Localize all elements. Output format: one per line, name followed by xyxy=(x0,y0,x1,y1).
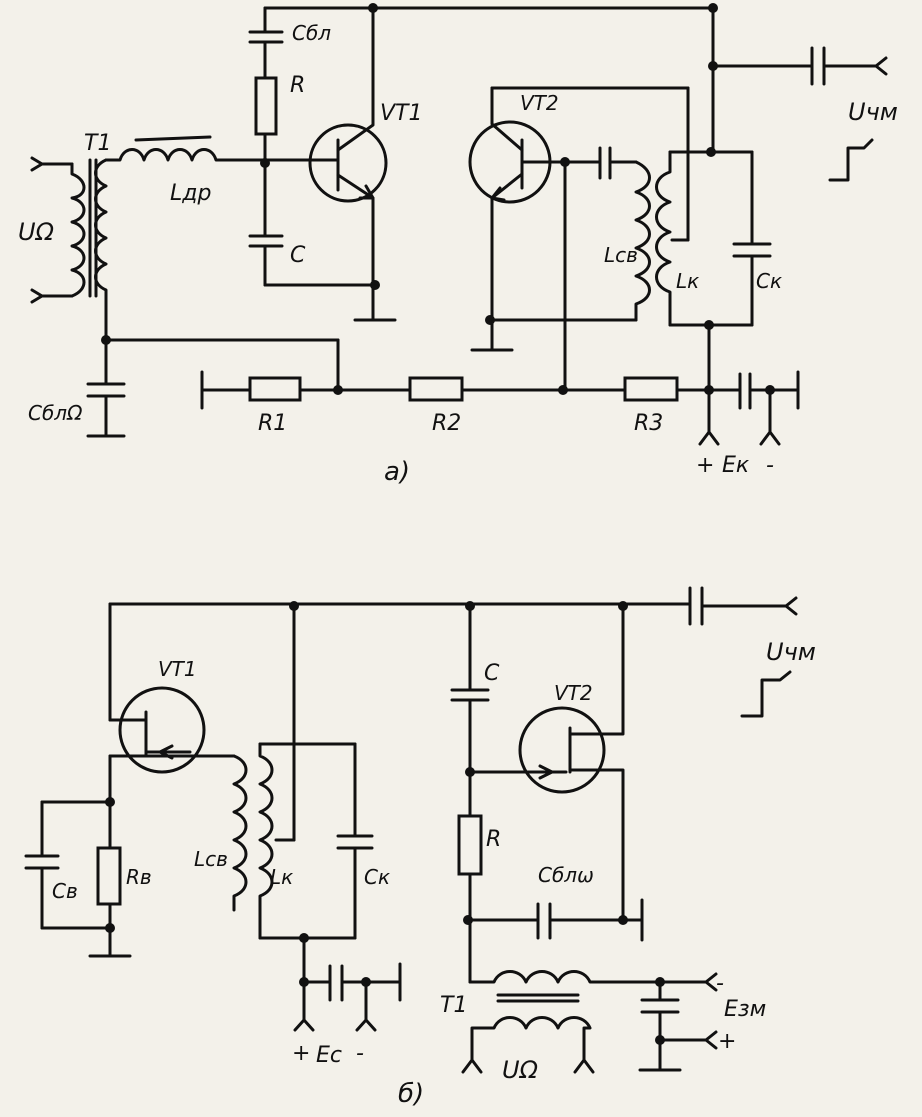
bias-terminal-minus xyxy=(658,972,718,992)
output-capacitor-b xyxy=(688,586,798,626)
label-vt1-a: VT1 xyxy=(380,101,423,126)
labels-b: VT1 VT2 Cв Rв Lсв Lк Cк C R Cблω T1 UΩ U… xyxy=(52,638,816,1109)
label-c-bl-omega-b: Cблω xyxy=(538,863,594,887)
label-c-bl-omega: CблΩ xyxy=(28,401,83,425)
output-capacitor-a xyxy=(711,46,888,86)
label-r3: R3 xyxy=(634,411,663,436)
supply-terminal-plus-a xyxy=(698,388,720,446)
label-l-dr: Lдр xyxy=(170,181,211,206)
capacitor-c-b xyxy=(450,602,490,818)
capacitor-c-bl xyxy=(248,6,284,80)
label-supply-plus-b: + xyxy=(292,1041,310,1066)
resistor-r-sh xyxy=(96,846,122,906)
label-vt2-a: VT2 xyxy=(520,91,559,115)
coil-l-sv-a xyxy=(634,160,651,322)
fm-waveform-icon-b xyxy=(740,670,792,718)
coil-l-k-a xyxy=(655,150,672,327)
capacitor-c-a xyxy=(248,234,377,287)
label-supply-name-a: Eк xyxy=(722,453,750,478)
resistor-r1 xyxy=(248,376,302,402)
schematic-a xyxy=(30,3,888,446)
coil-l-k-b xyxy=(258,742,274,940)
label-c-b: C xyxy=(484,661,500,686)
label-u-chm-b: Uчм xyxy=(766,638,816,666)
label-r-b: R xyxy=(486,827,501,852)
caption-b: б) xyxy=(398,1079,424,1109)
junction-tank-top-a xyxy=(706,147,716,157)
coil-l-sv-b xyxy=(232,754,248,912)
label-supply-minus-b: - xyxy=(356,1041,364,1066)
input-terminal-top xyxy=(30,156,74,172)
labels-a: T1 UΩ Lдр Cбл R C VT1 VT2 CблΩ R1 R2 R3 … xyxy=(18,21,898,487)
label-l-sv-a: Lсв xyxy=(604,243,638,267)
input-terminal-bottom xyxy=(30,288,74,304)
label-u-omega-a: UΩ xyxy=(18,218,55,246)
label-l-k-b: Lк xyxy=(270,865,293,889)
capacitor-c-sh xyxy=(24,800,60,930)
capacitor-supply-b xyxy=(302,962,402,1002)
supply-terminal-plus-b xyxy=(293,1018,315,1032)
capacitor-c-k-a xyxy=(732,150,772,327)
capacitor-c-bl-omega-b xyxy=(468,898,644,942)
transistor-vt1-a xyxy=(308,6,388,322)
label-supply-minus-a: - xyxy=(766,453,774,478)
bias-terminal-plus xyxy=(658,1030,718,1050)
label-vt2-b: VT2 xyxy=(554,681,593,705)
transistor-vt2-b xyxy=(468,602,625,922)
label-u-chm-a: Uчм xyxy=(848,98,898,126)
resistor-r-a xyxy=(254,76,278,136)
schematic-b xyxy=(24,586,798,1074)
label-r1: R1 xyxy=(258,411,287,436)
capacitor-bias xyxy=(638,980,682,1072)
supply-terminal-minus-a xyxy=(759,388,781,446)
resistor-r-b xyxy=(457,814,483,876)
capacitor-c-k-b xyxy=(336,742,374,940)
label-vt1-b: VT1 xyxy=(158,657,197,681)
label-l-k-a: Lк xyxy=(676,269,699,293)
label-bias-minus: - xyxy=(716,971,724,996)
label-c-bl: Cбл xyxy=(292,21,331,45)
resistor-r2 xyxy=(408,376,464,402)
label-supply-name-b: Ec xyxy=(316,1043,342,1068)
label-r-sh: Rв xyxy=(126,865,152,889)
resistor-r3 xyxy=(623,376,679,402)
label-c-a: C xyxy=(290,243,306,268)
label-r-a: R xyxy=(290,73,305,98)
junction-r1-r2 xyxy=(333,385,343,395)
supply-terminal-minus-b xyxy=(355,980,377,1032)
fm-waveform-icon-a xyxy=(828,138,874,182)
caption-a: а) xyxy=(384,457,410,487)
capacitor-c-bl-omega xyxy=(86,338,126,438)
choke-l-dr xyxy=(104,135,267,162)
label-c-sh: Cв xyxy=(52,879,78,903)
transformer-t1-b xyxy=(461,970,662,1074)
transistor-vt2-a xyxy=(468,86,602,352)
label-bias-plus: + xyxy=(718,1029,736,1054)
label-supply-plus-a: + xyxy=(696,453,714,478)
label-bias-name: Eзм xyxy=(724,997,766,1022)
label-c-k-a: Cк xyxy=(756,269,782,293)
label-c-k-b: Cк xyxy=(364,865,390,889)
junction-r-bottom-b xyxy=(463,915,473,925)
label-l-sv-b: Lсв xyxy=(194,847,228,871)
transistor-vt1-b xyxy=(108,686,236,774)
label-r2: R2 xyxy=(432,411,461,436)
transformer-t1 xyxy=(70,158,108,342)
capacitor-coupling-a xyxy=(598,146,638,180)
label-u-omega-b: UΩ xyxy=(502,1056,539,1084)
label-t1-a: T1 xyxy=(84,131,111,156)
junction-emitter-vt1 xyxy=(370,280,380,290)
label-t1-b: T1 xyxy=(440,993,467,1018)
